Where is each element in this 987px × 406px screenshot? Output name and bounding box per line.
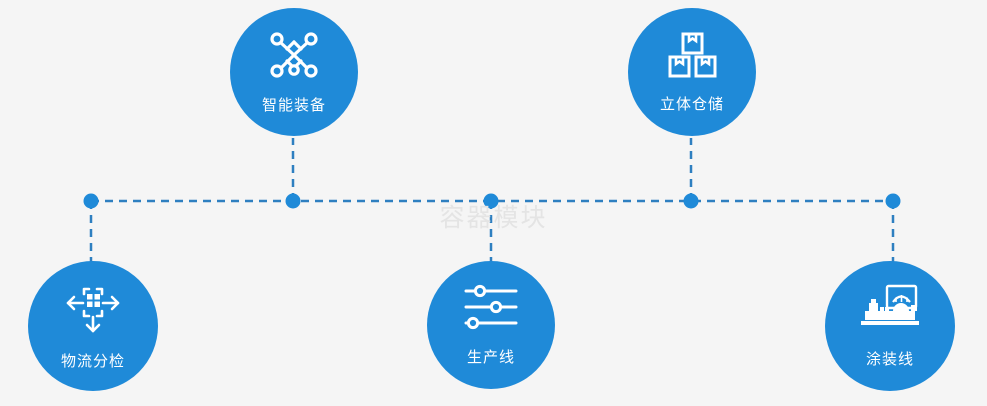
connector-dot-zhineng (285, 193, 301, 209)
node-painting-line[interactable]: 涂装线 (825, 261, 955, 391)
sliders-icon (463, 284, 519, 330)
connector-dot-right-end (885, 193, 901, 209)
paint-line-machine-icon (859, 284, 921, 332)
connector-dot-center (483, 193, 499, 209)
sorting-arrows-icon (64, 282, 122, 334)
node-logistics-sorting[interactable]: 物流分检 (28, 261, 158, 391)
node-label: 物流分检 (60, 351, 125, 370)
network-nodes-icon (267, 30, 321, 80)
node-label: 涂装线 (865, 349, 914, 368)
node-stereoscopic-warehouse[interactable]: 立体仓储 (628, 8, 756, 136)
connector-dot-litibc (683, 193, 699, 209)
connector-dot-left-end (83, 193, 99, 209)
node-intelligent-equipment[interactable]: 智能装备 (230, 8, 358, 136)
node-production-line[interactable]: 生产线 (427, 261, 555, 389)
stacked-boxes-icon (666, 31, 718, 79)
node-label: 智能装备 (261, 95, 326, 114)
node-label: 立体仓储 (659, 94, 724, 113)
node-label: 生产线 (466, 347, 515, 366)
